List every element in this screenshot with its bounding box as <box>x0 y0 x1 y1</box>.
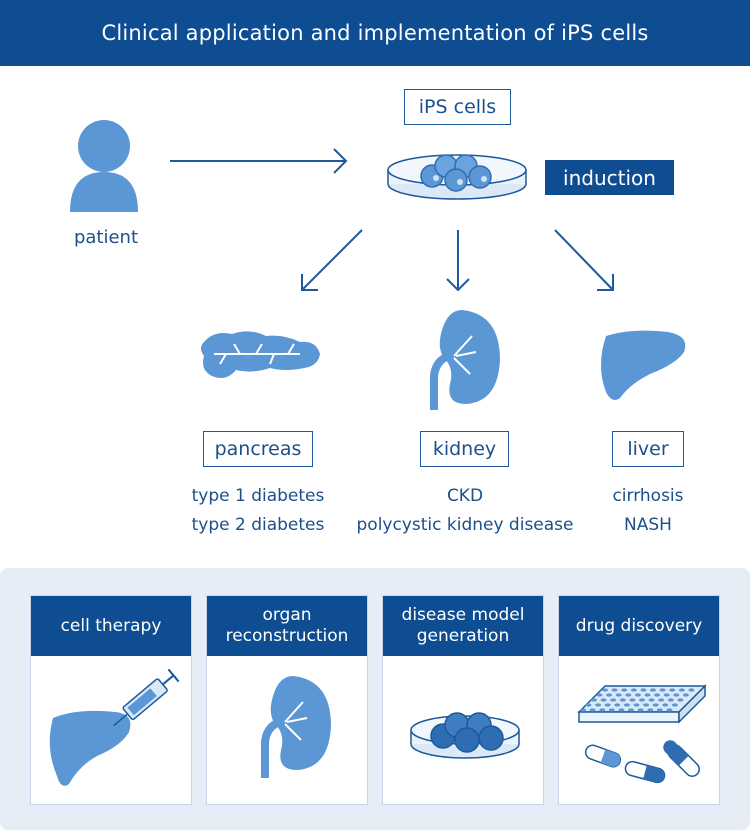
well <box>623 703 630 707</box>
organ-label: pancreas <box>214 438 302 460</box>
well <box>596 693 603 697</box>
organ-label: kidney <box>432 438 497 460</box>
well <box>640 688 647 692</box>
page-title: Clinical application and implementation … <box>101 21 649 45</box>
well <box>652 703 659 707</box>
well <box>619 698 626 702</box>
well <box>614 703 621 707</box>
well <box>673 693 680 697</box>
organ-box-pancreas: pancreas <box>203 431 313 467</box>
disease-list-pancreas: type 1 diabetes type 2 diabetes <box>168 482 348 540</box>
disease-item: NASH <box>624 515 672 535</box>
arrow-down-icon <box>446 230 470 292</box>
well-plate-icon <box>577 684 707 724</box>
well <box>659 688 666 692</box>
pancreas-icon <box>201 331 320 378</box>
well <box>682 693 689 697</box>
ips-cells-label: iPS cells <box>418 96 497 118</box>
well <box>606 693 613 697</box>
well <box>678 688 685 692</box>
well <box>625 693 632 697</box>
arrow-right-icon <box>170 148 348 174</box>
disease-list-kidney: CKD polycystic kidney disease <box>345 482 585 540</box>
well <box>600 698 607 702</box>
well <box>602 688 608 692</box>
well <box>677 698 684 702</box>
application-title: drug discovery <box>559 596 719 656</box>
page-title-bar: Clinical application and implementation … <box>0 0 750 66</box>
organ-box-liver: liver <box>612 431 684 467</box>
well <box>589 708 596 712</box>
well <box>608 708 615 712</box>
well <box>643 703 650 707</box>
disease-item: polycystic kidney disease <box>356 515 574 535</box>
well <box>634 693 641 697</box>
well <box>611 688 618 692</box>
application-card-organ-reconstruction: organ reconstruction <box>206 595 368 805</box>
well <box>658 698 665 702</box>
well <box>648 698 655 702</box>
ips-cells-label-box: iPS cells <box>404 89 511 125</box>
well <box>629 698 636 702</box>
well <box>671 703 678 707</box>
petri-dish-icon <box>410 712 520 759</box>
well <box>604 703 611 707</box>
kidney-icon <box>261 676 331 778</box>
liver-icon <box>601 330 686 400</box>
well <box>666 708 673 712</box>
well <box>595 703 602 707</box>
application-card-disease-model-generation: disease model generation <box>382 595 544 805</box>
well <box>628 708 634 712</box>
well <box>639 698 645 702</box>
well <box>580 708 586 712</box>
application-title: disease model generation <box>383 596 543 656</box>
patient-label: patient <box>73 227 139 248</box>
well <box>644 693 651 697</box>
liver-syringe-icon <box>49 668 180 786</box>
arrow-down-right-icon <box>554 229 614 291</box>
well-plate-capsules-icon <box>577 684 707 784</box>
application-title: cell therapy <box>31 596 191 656</box>
induction-label: induction <box>563 165 656 190</box>
well <box>615 693 622 697</box>
application-title: organ reconstruction <box>207 596 367 656</box>
induction-label-box: induction <box>545 160 674 195</box>
disease-list-liver: cirrhosis NASH <box>588 482 708 540</box>
petri-dish-icon <box>387 154 527 200</box>
patient-icon <box>70 120 138 212</box>
disease-item: type 1 diabetes <box>191 486 325 506</box>
well <box>662 703 669 707</box>
kidney-icon <box>430 310 500 410</box>
application-card-drug-discovery: drug discovery <box>558 595 720 805</box>
well <box>637 708 644 712</box>
well <box>663 693 670 697</box>
well <box>667 698 674 702</box>
well <box>650 688 656 692</box>
disease-item: cirrhosis <box>612 486 684 506</box>
well <box>618 708 625 712</box>
well <box>633 703 640 707</box>
capsule-icon <box>584 740 700 784</box>
well <box>654 693 661 697</box>
organ-label: liver <box>627 438 669 460</box>
well <box>647 708 654 712</box>
disease-item: type 2 diabetes <box>191 515 325 535</box>
well <box>630 688 637 692</box>
well <box>610 698 617 702</box>
well <box>585 703 592 707</box>
application-card-cell-therapy: cell therapy <box>30 595 192 805</box>
organ-box-kidney: kidney <box>420 431 509 467</box>
well <box>669 688 676 692</box>
diagram-artwork <box>70 120 686 410</box>
disease-item: CKD <box>446 486 484 506</box>
well <box>621 688 628 692</box>
arrow-down-left-icon <box>301 229 363 291</box>
well <box>656 708 663 712</box>
well <box>591 698 597 702</box>
well <box>688 688 695 692</box>
well <box>599 708 606 712</box>
